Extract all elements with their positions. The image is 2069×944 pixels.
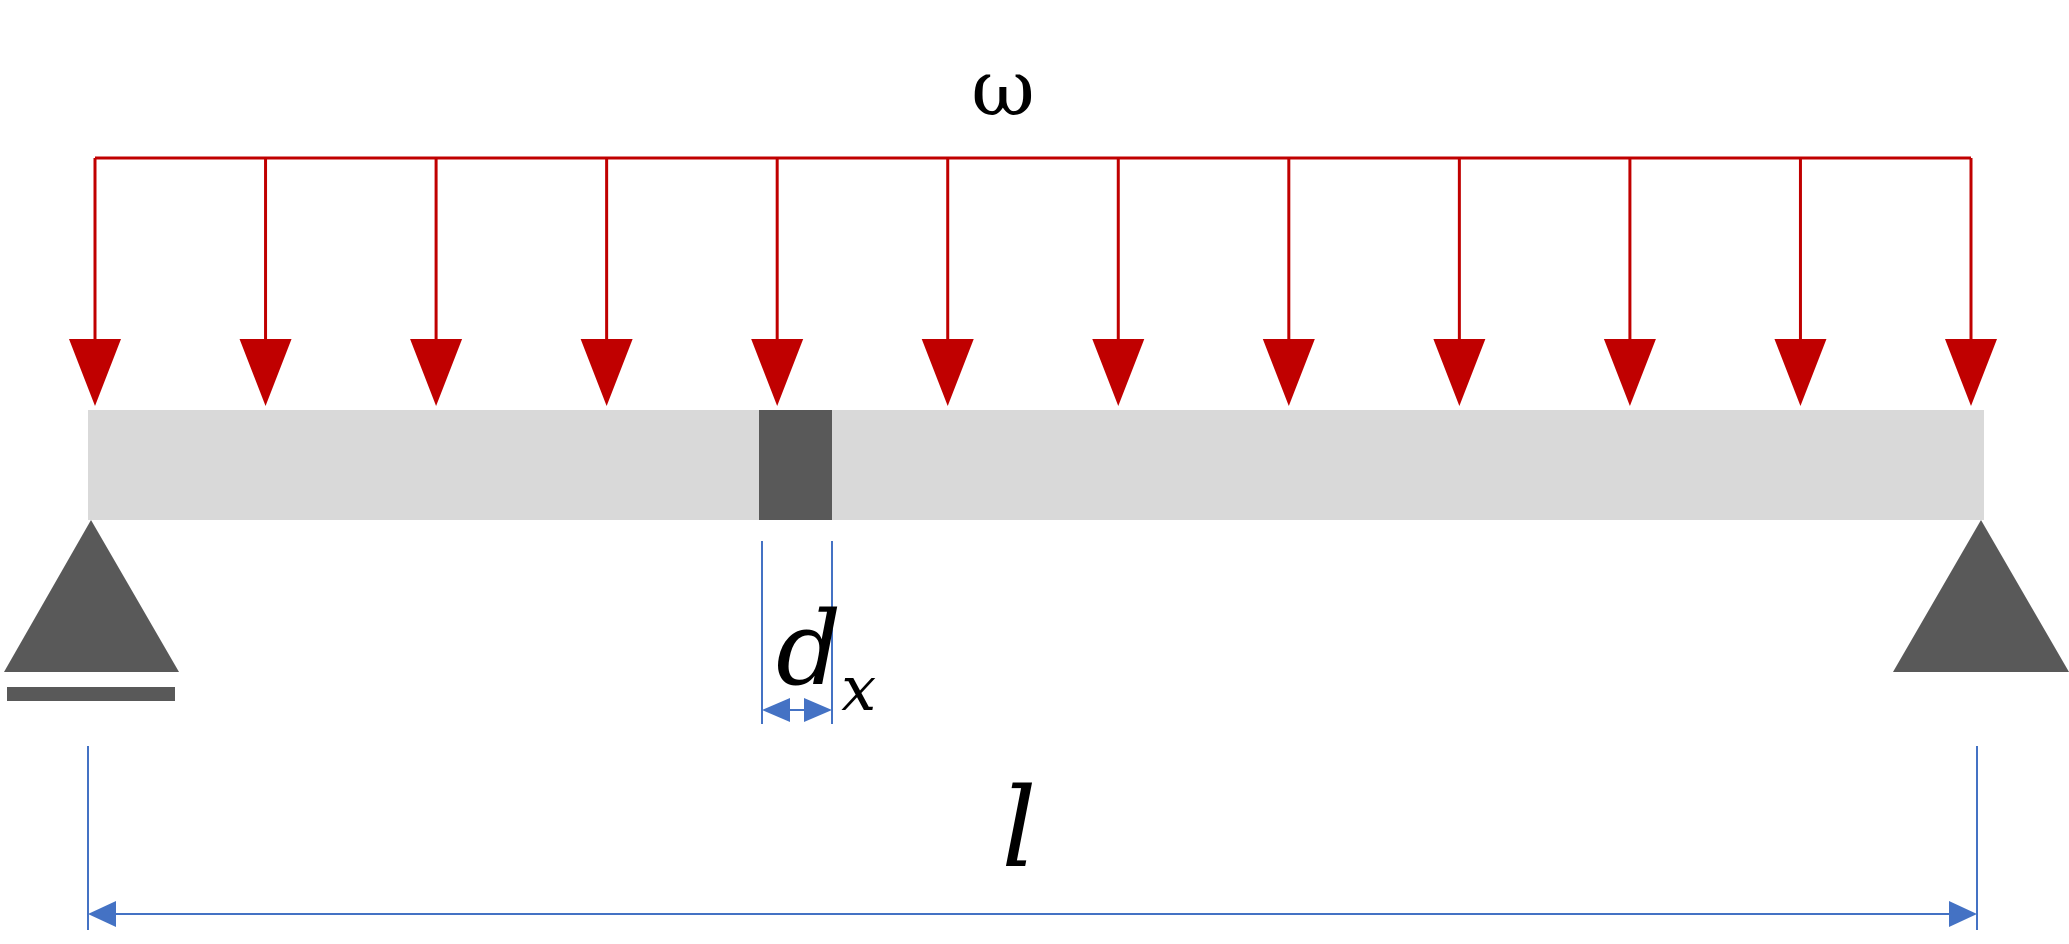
load-arrow-head [1092, 339, 1145, 406]
load-arrow [580, 158, 633, 406]
distributed-load [69, 156, 1997, 406]
load-arrow-head [1603, 339, 1656, 406]
beam [88, 410, 1984, 520]
dx-arrowhead-left [762, 698, 790, 722]
load-arrow-head [1945, 339, 1997, 406]
element-width-label: dx [776, 590, 876, 725]
load-arrow-head [69, 339, 121, 406]
load-arrow [1945, 158, 1997, 406]
element-dimension [761, 541, 833, 724]
element-width-symbol: d [776, 590, 841, 709]
roller-support-icon [1893, 520, 2069, 672]
load-arrow [1774, 158, 1827, 406]
load-arrow-head [1774, 339, 1827, 406]
right-support [1893, 520, 2069, 672]
load-arrow-head [1433, 339, 1486, 406]
span-length-label: l [1001, 764, 1036, 892]
span-dimension [87, 746, 1978, 930]
load-arrow [1433, 158, 1486, 406]
span-arrowhead-left [88, 901, 116, 927]
load-arrow-head [751, 339, 804, 406]
load-arrow [69, 158, 121, 406]
load-arrow [1092, 158, 1145, 406]
load-arrow [921, 158, 974, 406]
span-arrowhead-right [1949, 901, 1977, 927]
load-arrow [1262, 158, 1315, 406]
load-arrow-head [921, 339, 974, 406]
load-arrow-head [1262, 339, 1315, 406]
dx-arrowhead-right [804, 698, 832, 722]
load-arrow-head [410, 339, 463, 406]
load-symbol-label: ω [971, 44, 1035, 134]
load-arrow [751, 158, 804, 406]
load-arrow [239, 158, 292, 406]
support-base [7, 687, 175, 701]
load-arrow [410, 158, 463, 406]
left-support [4, 520, 179, 701]
load-arrow [1603, 158, 1656, 406]
load-arrow-head [239, 339, 292, 406]
differential-element [759, 410, 832, 520]
pin-support-icon [4, 520, 179, 672]
element-width-subscript: x [841, 652, 876, 725]
load-arrow-head [580, 339, 633, 406]
